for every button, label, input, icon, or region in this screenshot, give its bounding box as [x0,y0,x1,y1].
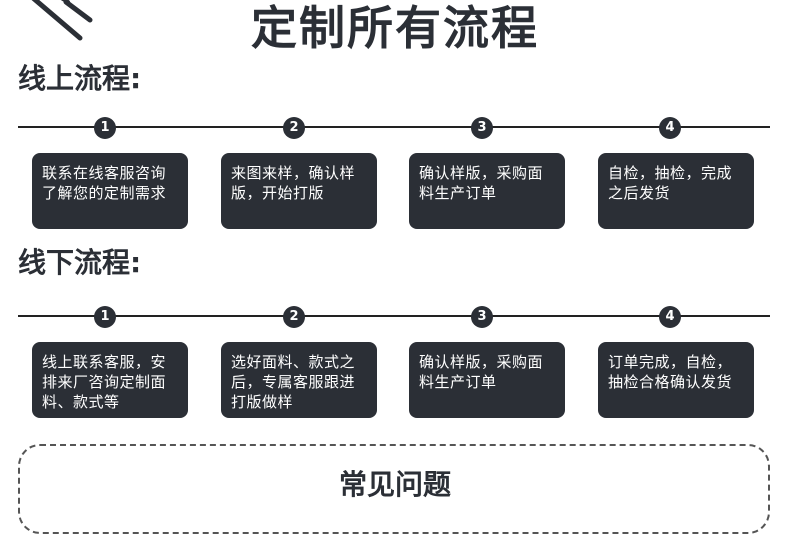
page-title: 定制所有流程 [251,1,539,55]
offline-step-1-number: 1 [94,306,116,328]
offline-step-3-card: 确认样版，采购面料生产订单 [409,342,565,418]
online-step-4-number: 4 [659,117,681,139]
offline-step-3-number: 3 [471,306,493,328]
offline-step-4-card: 订单完成，自检，抽检合格确认发货 [598,342,754,418]
online-step-3-number: 3 [471,117,493,139]
online-step-2-card: 来图来样，确认样版，开始打版 [221,153,377,229]
online-step-1-card: 联系在线客服咨询了解您的定制需求 [32,153,188,229]
offline-timeline [18,315,770,317]
offline-process-heading: 线下流程: [18,246,142,279]
online-step-4-card: 自检，抽检，完成之后发货 [598,153,754,229]
online-timeline [18,126,770,128]
offline-step-2-number: 2 [283,306,305,328]
scissors-icon [31,0,93,41]
online-step-3-card: 确认样版，采购面料生产订单 [409,153,565,229]
online-step-2-number: 2 [283,117,305,139]
offline-step-2-card: 选好面料、款式之后，专属客服跟进打版做样 [221,342,377,418]
offline-step-4-number: 4 [659,306,681,328]
faq-title: 常见问题 [338,468,451,501]
offline-step-1-card: 线上联系客服，安排来厂咨询定制面料、款式等 [32,342,188,418]
online-process-heading: 线上流程: [18,62,142,95]
online-step-1-number: 1 [94,117,116,139]
